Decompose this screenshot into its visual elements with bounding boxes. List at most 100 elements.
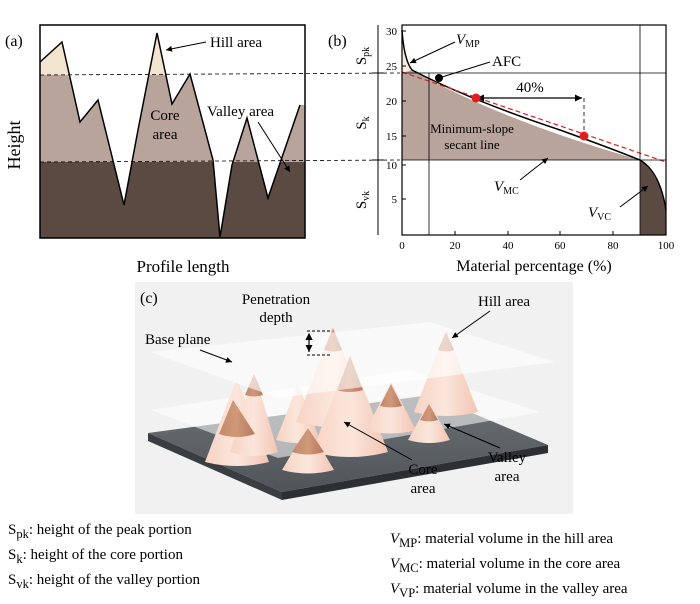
legend-item-svk: Svk: height of the valley portion [8, 570, 200, 595]
panel-a-frame [39, 24, 306, 239]
core-area-label-1: Core [408, 462, 438, 478]
panel-a-xlabel: Profile length [136, 257, 230, 276]
secant-label-2: secant line [444, 137, 499, 152]
cone-band [219, 400, 255, 437]
panel-b-label: (b) [328, 33, 347, 50]
vvc-valley-fill [640, 160, 666, 235]
cone [408, 402, 450, 443]
legend-text: : material volume in the core area [418, 556, 621, 572]
y-tick-label: 30 [386, 26, 398, 38]
height-ruler [372, 25, 384, 235]
cone-band [380, 384, 402, 408]
legend-symbol: V [390, 531, 400, 547]
panel-c-hill-label: Hill area [478, 294, 530, 310]
panel-c: (c) [135, 282, 573, 514]
valley-area-label-2: area [495, 469, 520, 485]
guide-upper-dashed [39, 72, 401, 76]
panel-a-label: (a) [5, 33, 23, 50]
legend-right: VMP: material volume in the hill area VM… [390, 529, 628, 604]
y-tick-label: 5 [392, 194, 398, 206]
penetration-label-2: depth [259, 310, 293, 326]
valley-label-arrow [257, 121, 291, 173]
vmp-label: VMP [456, 32, 480, 50]
x-tick-label: 40 [503, 240, 515, 252]
panel-a-core-label-1: Core [150, 108, 180, 124]
y-tick-label: 25 [386, 61, 398, 73]
legend-item-sk: Sk: height of the core portion [8, 545, 200, 570]
afc-label-line [441, 61, 491, 78]
x-tick-label: 20 [450, 240, 462, 252]
panel-b-frame [401, 24, 667, 236]
base-slab-side [282, 445, 548, 500]
legend-subscript: MP [399, 536, 418, 550]
legend-subscript: VP [399, 586, 416, 600]
profile-core-fill [40, 75, 305, 162]
afc-curve [401, 29, 667, 211]
legend-text: : height of the peak portion [28, 522, 192, 538]
afc-point [435, 74, 443, 82]
x-axis-ticks [401, 231, 667, 235]
legend-item-vmc: VMC: material volume in the core area [390, 554, 628, 579]
svk-label: Svk [354, 191, 372, 209]
y-tick-label: 10 [386, 160, 398, 172]
percent-label: 40% [516, 80, 544, 96]
vmc-arrow [519, 157, 549, 181]
legend-text: : height of the core portion [22, 547, 183, 563]
panel-b-xlabel: Material percentage (%) [456, 258, 611, 275]
legend-symbol: V [390, 556, 400, 572]
x-tick-label: 100 [658, 240, 675, 252]
secant-point-2 [579, 131, 589, 141]
legend-item-spk: Spk: height of the peak portion [8, 520, 200, 545]
legend-subscript: vk [16, 577, 29, 591]
panel-a: (a) Height Profile length Hill area Core… [4, 24, 306, 276]
profile-outline [40, 32, 301, 238]
panel-b: (b) 0 20 [328, 24, 675, 275]
legend-symbol: S [8, 572, 17, 588]
legend-text: : material volume in the valley area [415, 581, 628, 597]
base-plane-label: Base plane [145, 332, 211, 348]
hill-label-arrow [165, 41, 207, 52]
profile-peak-fill [40, 33, 191, 75]
sk-label: Sk [354, 116, 372, 129]
vvc-arrow [619, 185, 649, 208]
legend-subscript: pk [16, 527, 29, 541]
panel-c-hill-arrow [451, 310, 491, 339]
afc-peak-fill [402, 33, 412, 73]
y-tick-label: 20 [386, 96, 398, 108]
cone-band [292, 428, 324, 455]
legend-symbol: V [390, 581, 400, 597]
legend-symbol: S [8, 522, 17, 538]
vvc-label: VVC [588, 205, 611, 223]
x-tick-label: 0 [399, 240, 405, 252]
valley-area-label-1: Valley [488, 450, 527, 466]
vmp-arrow [409, 41, 456, 64]
panel-c-label: (c) [140, 290, 158, 307]
panel-a-ylabel: Height [4, 121, 24, 170]
cone [312, 354, 388, 457]
legend-item-vmp: VMP: material volume in the hill area [390, 529, 628, 554]
legend-symbol: S [8, 547, 17, 563]
core-area-label-2: area [411, 481, 436, 497]
y-tick-label: 15 [386, 131, 398, 143]
legend-text: : height of the valley portion [28, 572, 201, 588]
base-slab-front [148, 433, 282, 500]
panel-a-hill-label: Hill area [210, 35, 262, 51]
y-axis-ticks [402, 30, 406, 200]
legend-subscript: k [16, 552, 23, 566]
legend-item-vvp: VVP: material volume in the valley area [390, 579, 628, 604]
secant-line [401, 71, 667, 163]
legend-subscript: MC [399, 561, 419, 575]
cone [366, 382, 416, 434]
base-plane [150, 322, 555, 398]
cone-band [420, 404, 438, 422]
core-area-arrow [343, 421, 413, 461]
base-plane-arrow [199, 349, 233, 363]
afc-label: AFC [492, 54, 521, 70]
legend-left: Spk: height of the peak portion Sk: heig… [8, 520, 200, 595]
legend-text: : material volume in the hill area [417, 531, 614, 547]
panel-a-core-label-2: area [153, 127, 178, 143]
vmc-label: VMC [494, 179, 519, 197]
secant-point-1 [471, 93, 481, 103]
vmc-core-fill [402, 70, 640, 160]
